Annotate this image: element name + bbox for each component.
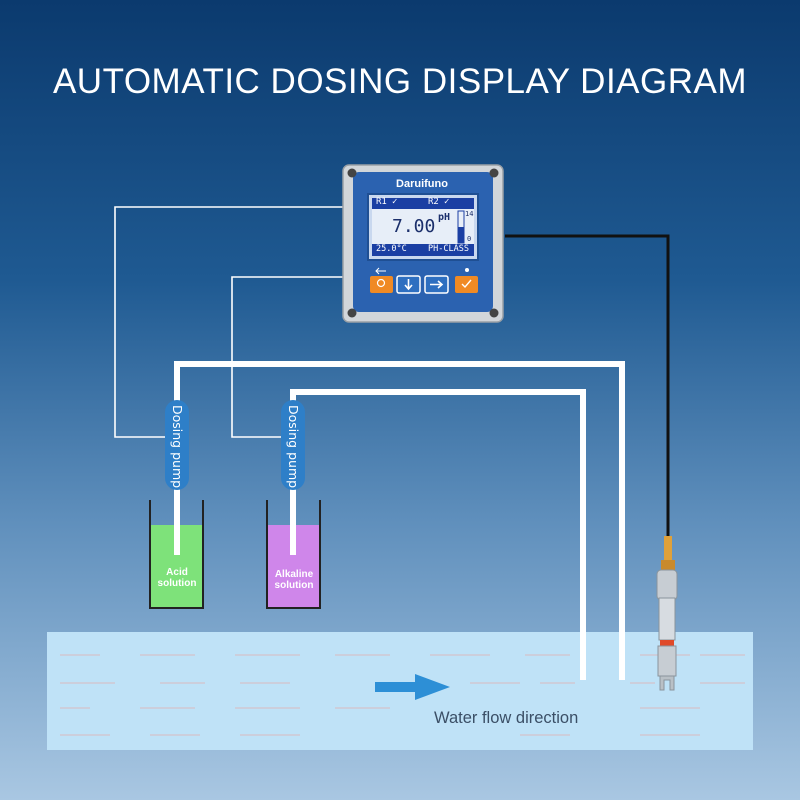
water-flow-arrow-icon: [375, 674, 450, 700]
mode-readout: PH-CLASS: [428, 244, 469, 254]
relay2-label: R2: [428, 197, 439, 207]
ph-value: 7.00: [392, 216, 436, 237]
diagram-title: AUTOMATIC DOSING DISPLAY DIAGRAM: [52, 62, 748, 101]
right-button[interactable]: [424, 275, 449, 294]
down-arrow-icon: [404, 279, 413, 291]
scale-max-label: 14: [465, 210, 474, 218]
menu-button[interactable]: [370, 276, 393, 293]
relay1-check-icon: ✓: [392, 197, 398, 207]
lcd-bottom-bar: [372, 244, 474, 256]
right-arrow-icon: [430, 280, 444, 289]
enter-button[interactable]: [455, 276, 478, 293]
alkaline-label-line2: solution: [274, 580, 314, 591]
down-button[interactable]: [396, 275, 421, 294]
menu-icon: [376, 278, 386, 288]
alkaline-pump-label: Dosing pump: [286, 405, 301, 489]
ph-scale-fill: [458, 227, 464, 243]
acid-pump-label: Dosing pump: [170, 405, 185, 489]
acid-dosing-pump: [165, 400, 189, 490]
status-led: [465, 268, 469, 272]
controller-brand: Daruifuno: [396, 178, 448, 190]
temperature-readout: 25.0°C: [376, 244, 407, 254]
acid-label-line1: Acid: [166, 567, 188, 578]
probe-cable: [505, 234, 670, 538]
alkaline-dosing-pump: [281, 400, 305, 490]
relay2-check-icon: ✓: [444, 197, 450, 207]
enter-check-icon: [461, 279, 472, 289]
acid-tank-label: Acid solution: [147, 567, 207, 589]
relay1-label: R1: [376, 197, 387, 207]
water-flow-label: Water flow direction: [434, 709, 579, 727]
alkaline-tank-label: Alkaline solution: [264, 569, 324, 591]
lcd-top-bar: [372, 198, 474, 209]
acid-label-line2: solution: [157, 578, 197, 589]
pump2-signal-wire: [231, 276, 343, 438]
acid-dosing-tube: [174, 361, 625, 680]
ph-unit: pH: [438, 212, 451, 223]
alkaline-label-line1: Alkaline: [274, 569, 314, 580]
alkaline-dosing-tube: [290, 389, 586, 680]
back-icon: [375, 267, 386, 275]
ph-probe: [656, 536, 678, 691]
pump1-signal-wire: [114, 206, 343, 438]
scale-min-label: 0: [467, 235, 472, 243]
